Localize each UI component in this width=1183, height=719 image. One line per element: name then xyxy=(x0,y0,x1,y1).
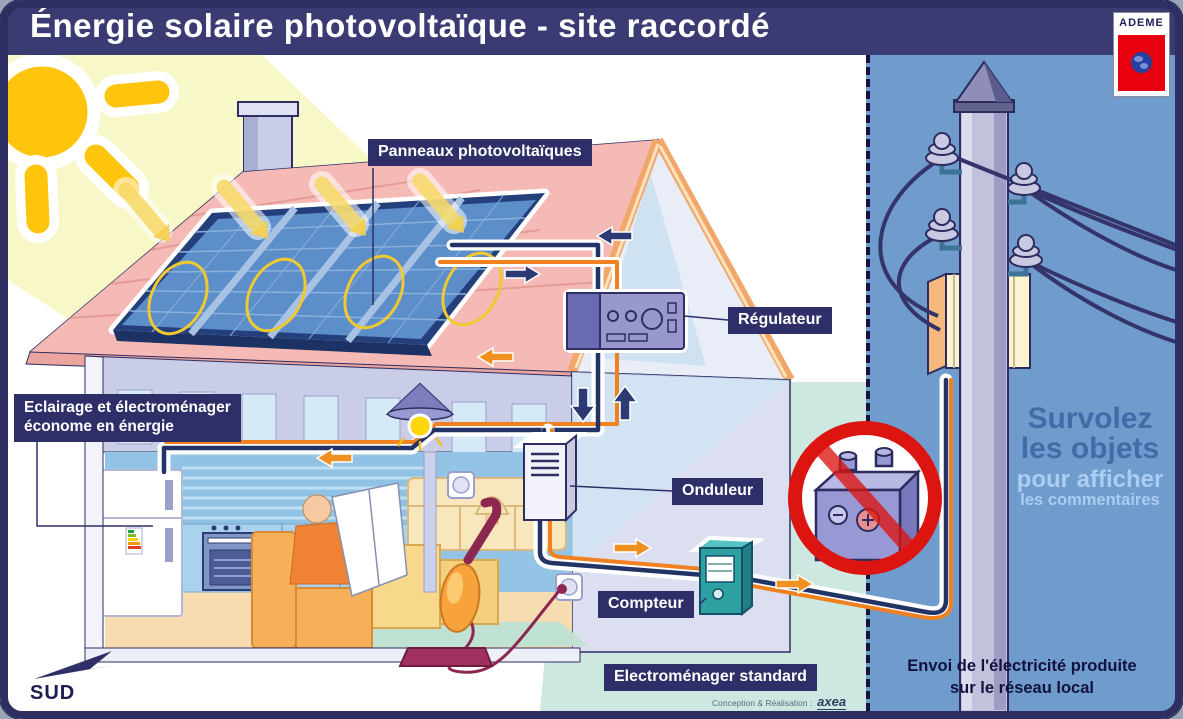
credit-prefix: Conception & Réalisation : xyxy=(712,698,813,708)
hover-hint-line4: les commentaires xyxy=(1020,491,1160,509)
meter-device[interactable] xyxy=(688,535,766,617)
label-efficient-line1: Eclairage et électroménager xyxy=(24,399,231,416)
fridge[interactable] xyxy=(92,469,183,617)
label-regulator: Régulateur xyxy=(728,307,832,334)
label-meter: Compteur xyxy=(598,591,694,618)
ademe-logo-text: ADEME xyxy=(1119,17,1164,29)
label-inverter: Onduleur xyxy=(672,478,764,505)
title-bar: Énergie solaire photovoltaïque - site ra… xyxy=(0,0,1183,55)
inverter-device[interactable] xyxy=(512,432,588,523)
cables xyxy=(157,239,953,620)
grid-export-note: Envoi de l'électricité produite sur le r… xyxy=(866,655,1178,700)
page-title: Énergie solaire photovoltaïque - site ra… xyxy=(30,7,771,44)
wall-socket xyxy=(447,471,475,499)
label-standard-appliances: Electroménager standard xyxy=(604,664,817,691)
credit-line: Conception & Réalisation : axea xyxy=(712,694,847,710)
hover-hint: Survolez les objets pour afficher les co… xyxy=(998,404,1182,509)
globe-icon xyxy=(1131,52,1152,73)
overhead-wires xyxy=(878,150,1183,346)
no-battery-prohibition-icon[interactable] xyxy=(788,421,942,575)
south-arrow-icon xyxy=(34,651,114,679)
utility-pole[interactable] xyxy=(878,60,1183,713)
vacuum-cleaner[interactable] xyxy=(398,497,567,674)
pendant-lamp[interactable] xyxy=(385,382,455,451)
ademe-logo[interactable]: ADEME xyxy=(1113,12,1170,97)
callout-lines xyxy=(36,168,729,605)
grid-export-note-line1: Envoi de l'électricité produite xyxy=(907,657,1137,675)
regulator-device[interactable] xyxy=(563,289,688,353)
hover-hint-line1: Survolez xyxy=(1027,402,1153,435)
hover-hint-line3: pour afficher xyxy=(1016,466,1164,493)
reading-person[interactable] xyxy=(251,482,408,649)
label-panels: Panneaux photovoltaïques xyxy=(368,139,592,166)
ademe-red-block xyxy=(1118,35,1165,91)
interior xyxy=(92,451,588,649)
grid-export-note-line2: sur le réseau local xyxy=(950,679,1094,698)
credit-brand: axea xyxy=(817,694,847,710)
label-efficient-line2: économe en énergie xyxy=(24,418,174,436)
label-efficient-appliances: Eclairage et électroménager économe en é… xyxy=(14,394,241,442)
compass-label: SUD xyxy=(30,682,76,704)
hover-hint-line2: les objets xyxy=(1020,432,1160,465)
flow-arrows xyxy=(315,225,815,595)
energy-label xyxy=(125,527,143,555)
